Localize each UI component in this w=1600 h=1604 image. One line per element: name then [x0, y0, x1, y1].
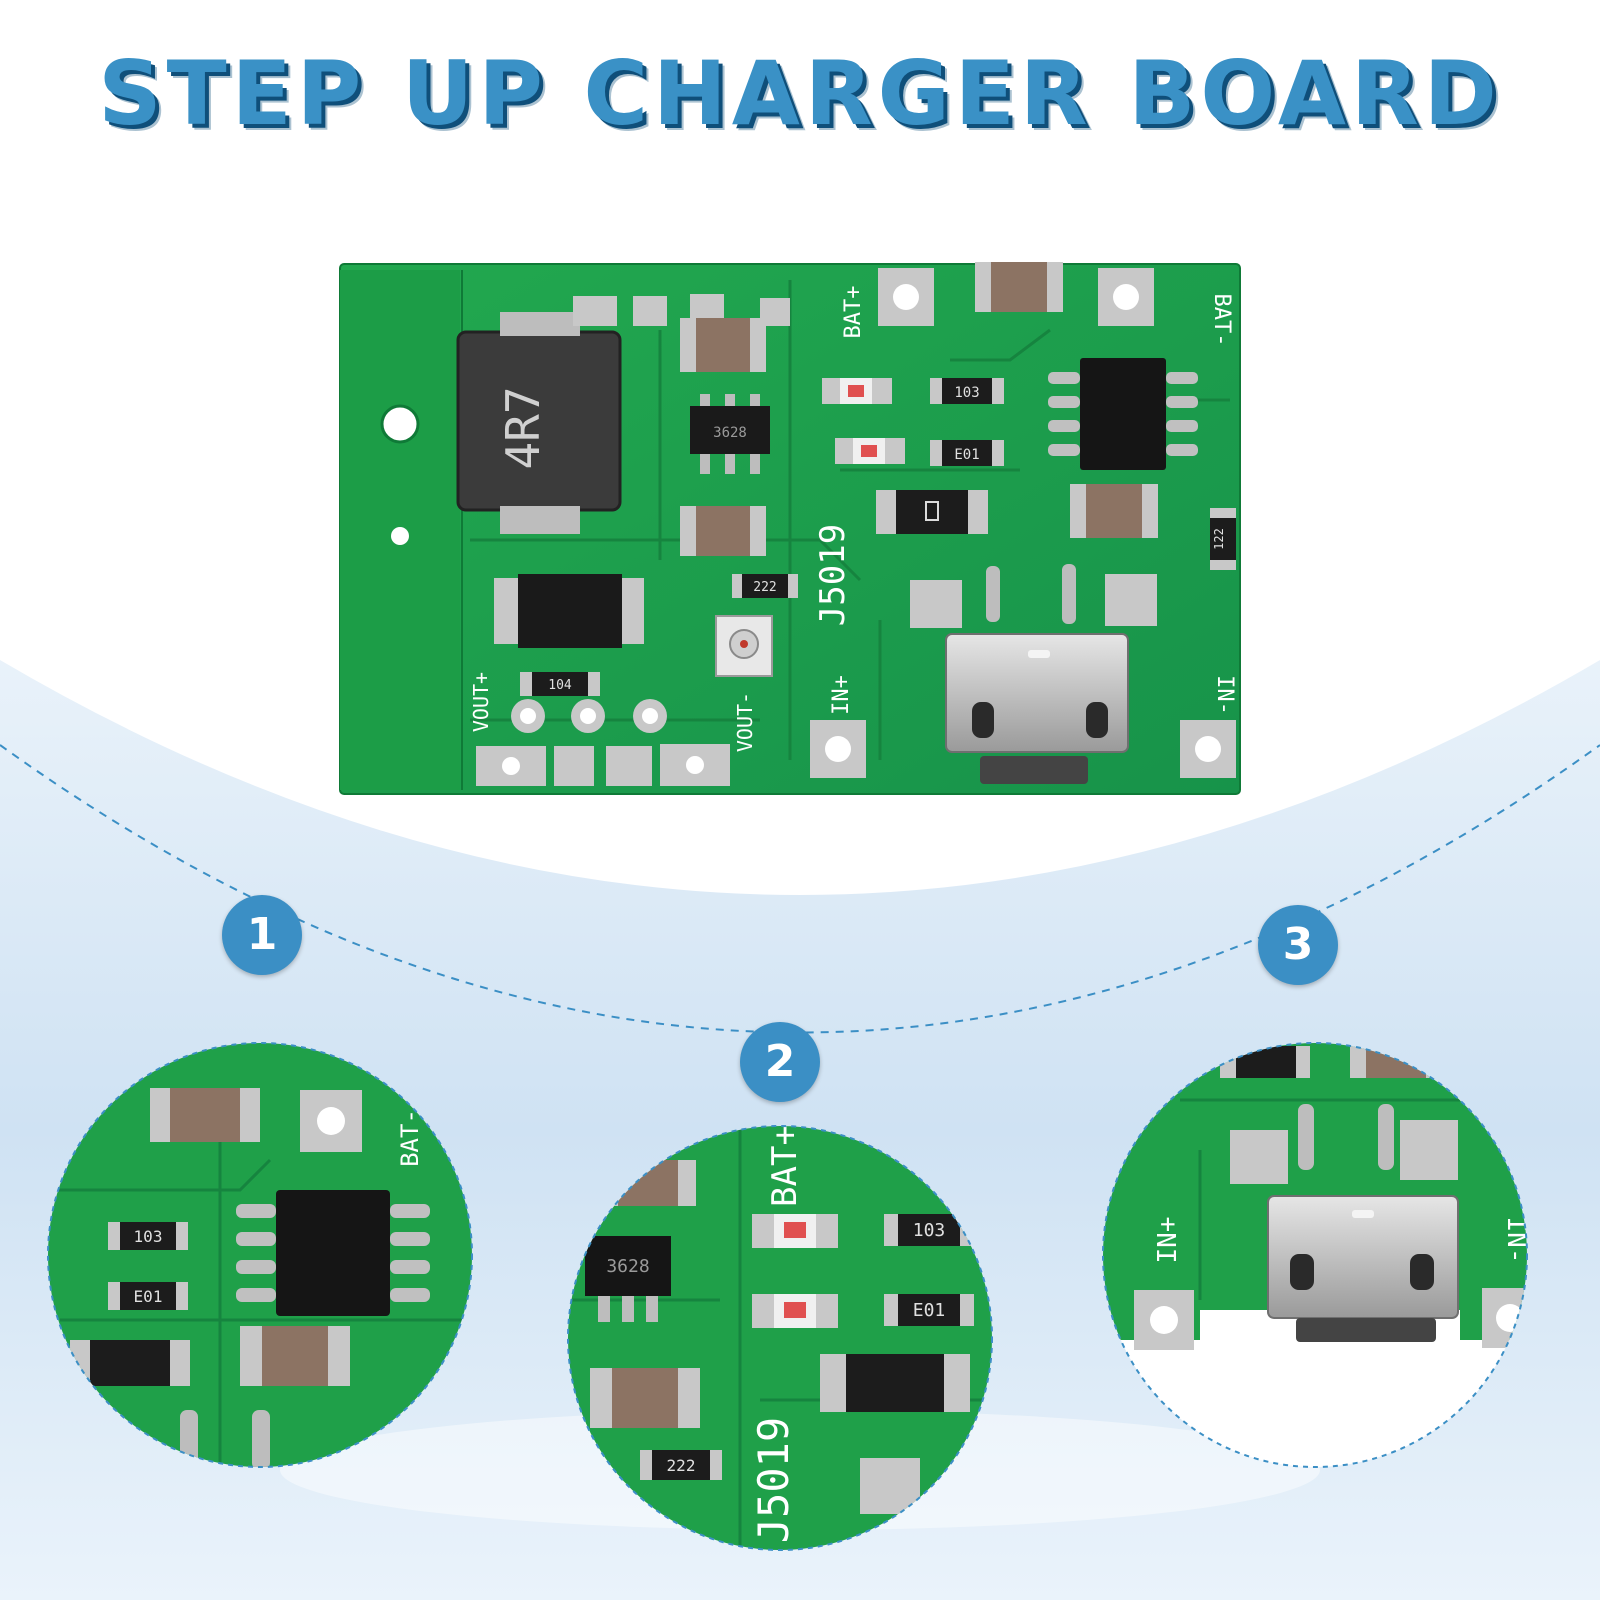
callout-badge-2: 2: [740, 1022, 820, 1102]
zoom2-board-marking: J5019: [749, 1417, 798, 1543]
zoom1-marking-103: 103: [134, 1227, 163, 1246]
zoom2-ic-marking: 3628: [606, 1256, 649, 1277]
pad-label-bat-minus: BAT-: [1209, 294, 1234, 347]
zoom1-marking-e01: E01: [134, 1287, 163, 1306]
ic-marking: 3628: [713, 425, 747, 441]
pad-label-bat-plus: BAT+: [841, 286, 866, 339]
inductor-marking: 4R7: [496, 386, 550, 469]
pad-label-vout-minus: VOUT-: [733, 692, 757, 752]
zoom-circle-2-border: [567, 1125, 993, 1551]
dashed-arc: [0, 744, 1600, 1034]
pad-label-vout-plus: VOUT+: [469, 672, 493, 732]
zoom2-bat-label: BAT+: [765, 1125, 805, 1207]
resistor-marking-103: 103: [954, 385, 979, 401]
zoom-circle-1: 103 E01 BAT-: [48, 1043, 472, 1467]
zoom-circle-2: 3628 103 E01 222 J5019 BAT+: [568, 1125, 992, 1550]
board-marking: J5019: [813, 524, 853, 626]
zoom2-marking-e01: E01: [913, 1300, 946, 1321]
pad-label-in-plus: IN+: [829, 675, 854, 715]
zoom3-in-minus-label: IN-: [1501, 1217, 1531, 1264]
callout-badge-1: 1: [222, 895, 302, 975]
zoom-circle-3-border: [1102, 1042, 1528, 1468]
resistor-marking-104: 104: [548, 678, 572, 693]
zoom-circle-1-border: [47, 1042, 473, 1468]
callout-badge-3: 3: [1258, 905, 1338, 985]
resistor-marking-e01: E01: [954, 447, 979, 463]
resistor-marking-222: 222: [753, 580, 776, 595]
zoom1-bat-label: BAT-: [396, 1109, 424, 1167]
zoom3-in-plus-label: IN+: [1153, 1217, 1183, 1264]
pad-label-in-minus: IN-: [1212, 675, 1237, 715]
zoom2-marking-222: 222: [667, 1456, 696, 1475]
page-title: STEP UP CHARGER BOARD: [98, 42, 1502, 145]
zoom2-marking-103: 103: [913, 1220, 946, 1241]
resistor-marking-122: 122: [1212, 528, 1226, 550]
main-board: 4R7 3628: [339, 262, 1241, 795]
